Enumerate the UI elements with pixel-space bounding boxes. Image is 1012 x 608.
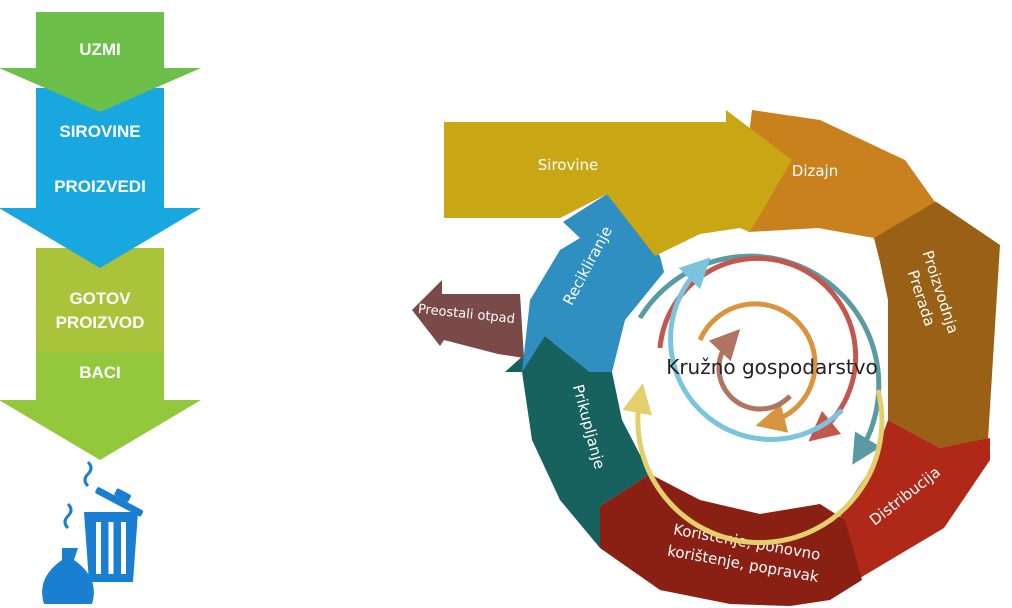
baci-arrow	[0, 350, 201, 460]
stage-dizajn-label: Dizajn	[792, 162, 838, 180]
segment-prikupljanje	[505, 336, 650, 548]
ring-arrow-yellow	[622, 383, 885, 546]
segment-sirovine	[444, 110, 792, 256]
step-sirovine: SIROVINE	[59, 122, 140, 141]
waste-arrow	[412, 280, 524, 358]
segment-dizajn	[740, 110, 935, 238]
ring-arrow-sky	[668, 257, 844, 442]
step-proizvedi: PROIZVEDI	[54, 177, 146, 196]
circular-economy: Sirovine Dizajn Proizvodnja Prerada Dist…	[412, 110, 1000, 606]
inner-cycle-arrows	[622, 253, 885, 546]
segment-recikliranje	[522, 194, 664, 372]
segment-prerada	[874, 178, 1000, 448]
center-title: Kružno gospodarstvo	[666, 355, 878, 379]
uzmi-arrow	[0, 12, 201, 112]
linear-economy: UZMI SIROVINE PROIZVEDI GOTOV PROIZVOD B…	[0, 12, 201, 604]
proizvedi-arrow	[0, 88, 201, 268]
step-baci: BACI	[79, 363, 121, 382]
step-proizvod: PROIZVOD	[56, 313, 145, 332]
ring-arrow-orange	[697, 301, 818, 433]
step-gotov: GOTOV	[69, 289, 131, 308]
ring-arrow-brown	[708, 329, 792, 412]
step-uzmi: UZMI	[79, 40, 121, 59]
stage-sirovine-label: Sirovine	[538, 156, 598, 174]
trash-bin-icon	[42, 460, 144, 604]
